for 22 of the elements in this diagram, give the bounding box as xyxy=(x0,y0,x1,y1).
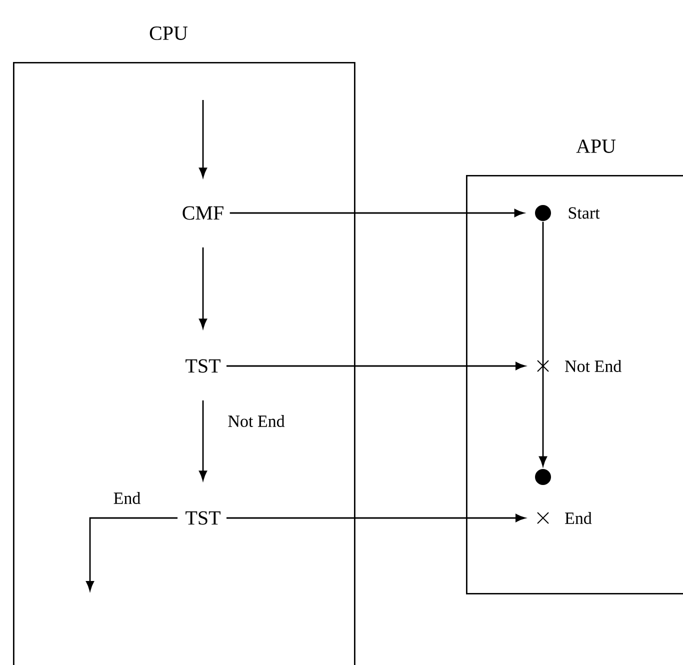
dot-marker xyxy=(535,205,551,221)
cross-marker xyxy=(537,512,549,524)
arrow xyxy=(230,209,524,217)
arrow xyxy=(226,362,526,370)
edge-label: Not End xyxy=(226,414,286,428)
node-label: CPU xyxy=(150,26,188,40)
cross-marker xyxy=(537,360,549,372)
arrow xyxy=(199,400,207,480)
state-label: End xyxy=(565,512,592,524)
state-label: Not End xyxy=(565,360,622,372)
instruction-label: TST xyxy=(186,359,220,373)
arrow xyxy=(199,247,207,328)
instruction-label: CMF xyxy=(182,206,224,220)
arrow xyxy=(226,514,526,522)
dot-marker xyxy=(535,469,551,485)
node-label: APU xyxy=(576,140,616,153)
edge-label: End xyxy=(112,491,142,505)
state-label: Start xyxy=(568,207,600,219)
instruction-label: TST xyxy=(186,511,220,525)
arrow xyxy=(539,222,547,466)
arrow xyxy=(86,517,178,591)
arrow xyxy=(199,100,207,178)
